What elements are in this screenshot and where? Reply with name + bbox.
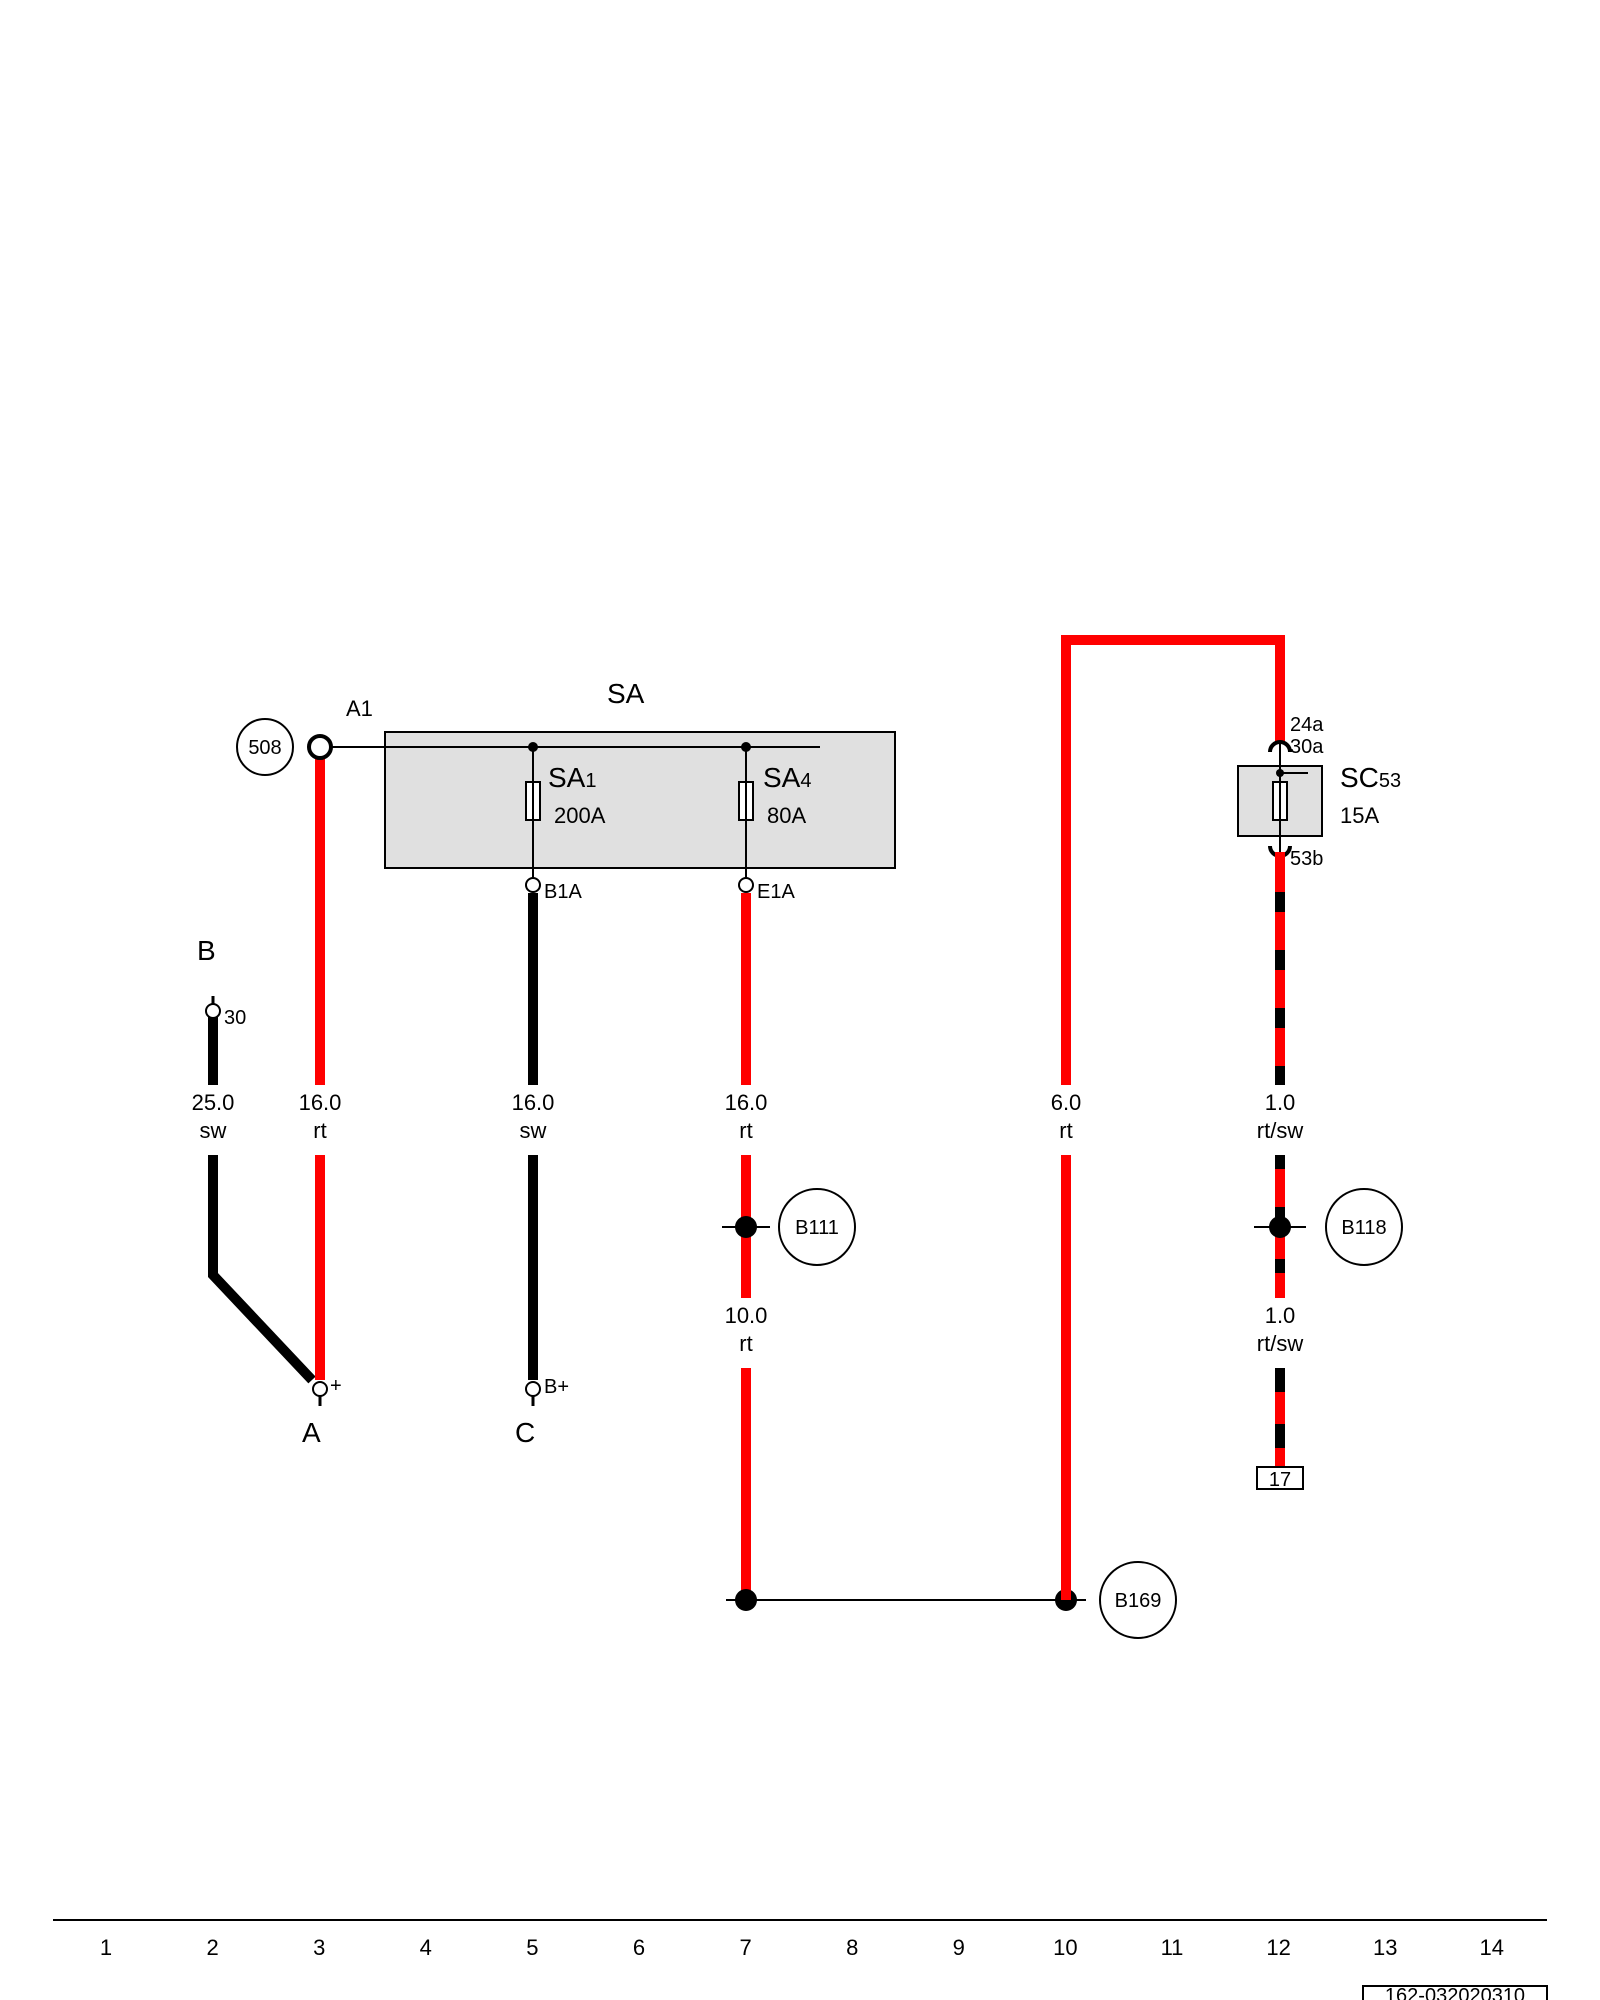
ref-b169-circle (1099, 1561, 1177, 1639)
column-number: 2 (206, 1935, 218, 1960)
ref-508-label: 508 (248, 737, 281, 759)
column-number: 4 (420, 1935, 432, 1960)
wire-1-rtsw-a-size: 1.0 (1265, 1090, 1296, 1115)
terminal-b1a-label: B1A (544, 881, 582, 903)
column-number: 5 (526, 1935, 538, 1960)
wire-16-rt-a1-size: 16.0 (299, 1090, 342, 1115)
sa4-rating: 80A (767, 803, 806, 828)
column-number: 10 (1053, 1935, 1077, 1960)
terminal-53b-label: 53b (1290, 848, 1323, 870)
terminal-24a-label: 24a (1290, 714, 1324, 736)
splice-b118-node (1269, 1216, 1291, 1238)
terminal-e1a (738, 877, 754, 893)
a1-label: A1 (346, 696, 373, 721)
column-number: 11 (1161, 1935, 1184, 1960)
wire-25-sw-size: 25.0 (192, 1090, 235, 1115)
wire-16-rt-e1a-color: rt (739, 1118, 752, 1143)
wire-1-rtsw-b-size: 1.0 (1265, 1303, 1296, 1328)
sa4-label: SA4 (763, 762, 811, 793)
wire-6-rt-top (1061, 635, 1285, 1085)
sa-fuse-box (384, 731, 896, 869)
wire-25-sw-bottom (208, 1155, 316, 1384)
column-number: 1 (100, 1935, 112, 1960)
terminal-b1a (525, 877, 541, 893)
sc53-label: SC53 (1340, 762, 1401, 793)
wire-25-sw-color: sw (200, 1118, 227, 1143)
terminal-30-label: 30 (224, 1007, 246, 1029)
wire-16-sw-size: 16.0 (512, 1090, 555, 1115)
ref-b118-label: B118 (1341, 1217, 1386, 1239)
ref-17-label: 17 (1269, 1469, 1291, 1491)
terminal-30 (205, 1003, 221, 1019)
wire-10-rt-size: 10.0 (725, 1303, 768, 1328)
wire-10-rt-color: rt (739, 1331, 752, 1356)
column-number: 12 (1266, 1935, 1290, 1960)
connector-a-label: A (302, 1417, 321, 1448)
terminal-c-bplus-label: B+ (544, 1376, 569, 1398)
terminal-c-bplus (525, 1381, 541, 1397)
terminal-e1a-label: E1A (757, 881, 795, 903)
connector-b-label: B (197, 935, 216, 966)
sc53-rating: 15A (1340, 803, 1379, 828)
sa1-rating: 200A (554, 803, 606, 828)
ref-b111-circle (778, 1188, 856, 1266)
column-number: 7 (739, 1935, 751, 1960)
doc-id-label: 162-032020310 (1385, 1985, 1525, 2000)
ref-b111-label: B111 (795, 1217, 839, 1239)
column-number: 9 (953, 1935, 965, 1960)
column-number: 8 (846, 1935, 858, 1960)
column-number: 14 (1480, 1935, 1504, 1960)
wire-1-rtsw-b-color: rt/sw (1257, 1331, 1304, 1356)
ref-b169-label: B169 (1115, 1590, 1162, 1612)
ref-508-circle (236, 718, 294, 776)
wire-16-sw-color: sw (520, 1118, 547, 1143)
terminal-30a-label: 30a (1290, 736, 1324, 758)
column-number: 3 (313, 1935, 325, 1960)
wire-6-rt-color: rt (1059, 1118, 1072, 1143)
a1-stud (307, 734, 333, 760)
terminal-a-plus (312, 1381, 328, 1397)
wire-1-rtsw-a-color: rt/sw (1257, 1118, 1304, 1143)
sa1-label: SA1 (548, 762, 596, 793)
wire-16-rt-a1-color: rt (313, 1118, 326, 1143)
terminal-a-plus-label: + (330, 1375, 342, 1397)
column-number: 13 (1373, 1935, 1397, 1960)
splice-b169-node-left (735, 1589, 757, 1611)
doc-id-box (1362, 1985, 1548, 2000)
ref-17-box (1256, 1466, 1304, 1490)
sa-box-label: SA (607, 678, 645, 709)
wire-6-rt-size: 6.0 (1051, 1090, 1082, 1115)
connector-c-label: C (515, 1417, 535, 1448)
splice-b111-node (735, 1216, 757, 1238)
wire-16-rt-e1a-size: 16.0 (725, 1090, 768, 1115)
ref-b118-circle (1325, 1188, 1403, 1266)
column-number: 6 (633, 1935, 645, 1960)
